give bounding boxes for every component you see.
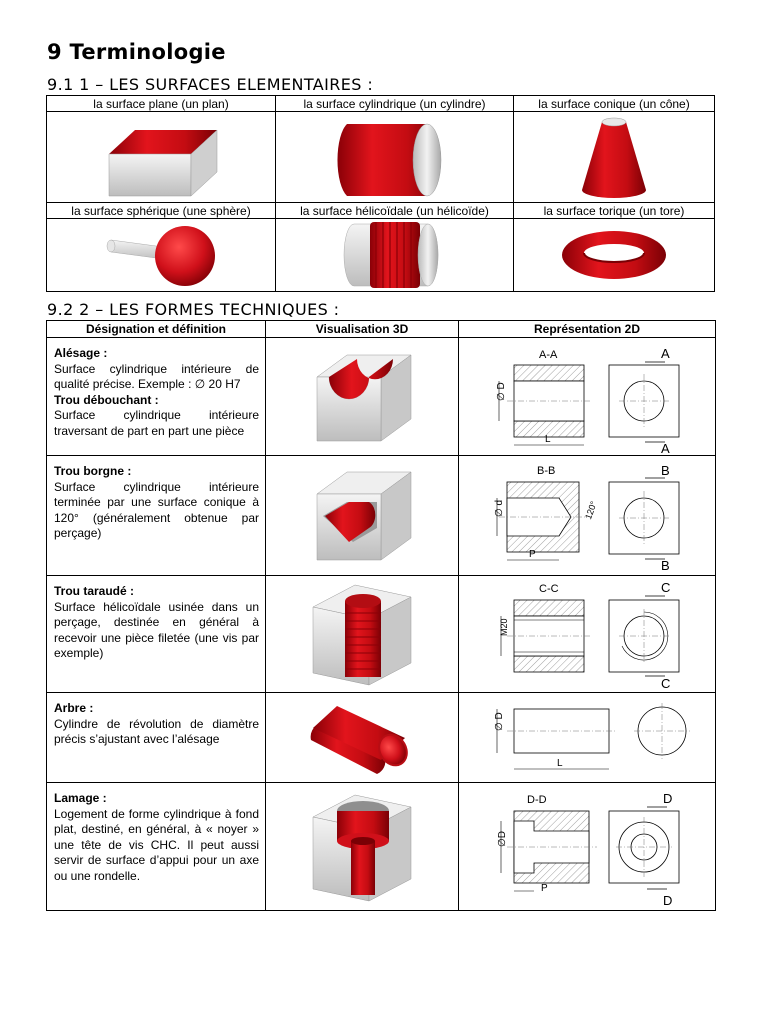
dimension-label: ∅ D [494, 712, 505, 731]
term-title: Lamage : [54, 791, 107, 805]
column-header: Visualisation 3D [265, 320, 459, 338]
page-title: 9 Terminologie [47, 40, 226, 64]
section-mark: A [661, 346, 670, 361]
cylinder-figure [275, 111, 514, 203]
counterbore-3d-figure [312, 794, 412, 901]
forms-table: Désignation et définition Visualisation … [46, 320, 716, 911]
sphere-figure [46, 218, 276, 292]
dimension-label: P [541, 883, 548, 894]
dimension-label: P [529, 549, 536, 560]
definition: Lamage : Logement de forme cylindrique à… [47, 783, 265, 888]
table-row: Arbre : Cylindre de révolution de diamèt… [46, 692, 716, 783]
helix-figure [275, 218, 514, 292]
bore-3d-figure [316, 354, 412, 441]
column-header: Désignation et définition [46, 320, 266, 338]
table-row: Trou taraudé : Surface hélicoïdale usiné… [46, 575, 716, 693]
plane-figure [46, 111, 276, 203]
section-mark: C [661, 676, 670, 691]
section-mark: D [663, 893, 672, 908]
threaded-hole-3d-figure [312, 584, 412, 686]
term-text: Surface cylindrique intérieure traversan… [54, 408, 259, 438]
surface-label: la surface hélicoïdale (un hélicoïde) [275, 202, 514, 219]
term-text: Cylindre de révolution de diamètre préci… [54, 716, 259, 747]
dimension-label: ∅ D [496, 382, 507, 401]
surface-label: la surface conique (un cône) [513, 95, 715, 112]
table-row: Trou borgne : Surface cylindrique intéri… [46, 455, 716, 576]
angle-label: 120° [583, 499, 599, 520]
term-text: Logement de forme cylindrique à fond pla… [54, 806, 259, 883]
definition: Arbre : Cylindre de révolution de diamèt… [47, 693, 265, 752]
red-box-plane-icon [108, 129, 218, 197]
torus-figure [513, 218, 715, 292]
surface-label: la surface torique (un tore) [513, 202, 715, 219]
term-text: Surface cylindrique intérieure terminée … [54, 479, 259, 541]
cone-figure [513, 111, 715, 203]
term-text: Surface hélicoïdale usinée dans un perça… [54, 599, 259, 661]
red-sphere-icon [106, 226, 215, 286]
surface-label: la surface plane (un plan) [46, 95, 276, 112]
column-header: Représentation 2D [458, 320, 716, 338]
section-label: D-D [527, 794, 547, 806]
blind-hole-2d-drawing: B-B ∅ d P 120° B B [494, 463, 680, 573]
section-mark: C [661, 580, 670, 595]
section-label: B-B [537, 465, 555, 477]
bore-2d-drawing: A-A ∅ D L A A [496, 346, 680, 455]
table-row: Alésage : Surface cylindrique intérieure… [46, 337, 716, 456]
dimension-label: L [545, 434, 551, 445]
dimension-label: L [557, 758, 563, 769]
term-title: Trou borgne : [54, 464, 132, 478]
definition: Trou borgne : Surface cylindrique intéri… [47, 456, 265, 546]
section-label: C-C [539, 583, 559, 595]
surface-label: la surface cylindrique (un cylindre) [275, 95, 514, 112]
table-row: Lamage : Logement de forme cylindrique à… [46, 782, 716, 911]
shaft-2d-drawing: ∅ D L [494, 703, 690, 770]
section-mark: A [661, 441, 670, 455]
dimension-label: M20 [499, 618, 509, 636]
dimension-label: ∅D [497, 831, 508, 847]
red-cone-icon [582, 117, 646, 198]
term-title: Alésage : [54, 346, 108, 360]
red-cylinder-icon [336, 123, 441, 197]
shaft-3d-figure [310, 705, 408, 774]
term-text: Surface cylindrique intérieure de qualit… [54, 361, 259, 392]
section-mark: B [661, 558, 670, 573]
surfaces-table: la surface plane (un plan) la surface cy… [46, 95, 715, 292]
definition: Trou taraudé : Surface hélicoïdale usiné… [47, 576, 265, 666]
term-title: Arbre : [54, 701, 94, 715]
definition: Alésage : Surface cylindrique intérieure… [47, 338, 265, 443]
section-mark: D [663, 791, 672, 806]
dimension-label: ∅ d [494, 500, 505, 517]
blind-hole-3d-figure [316, 471, 412, 560]
section-mark: B [661, 463, 670, 478]
threaded-hole-2d-drawing: C-C M20 C C [499, 580, 680, 691]
red-helix-icon [343, 222, 438, 288]
section-label: A-A [539, 349, 558, 361]
counterbore-2d-drawing: D-D ∅D P D D [497, 791, 680, 908]
term-title: Trou taraudé : [54, 584, 135, 598]
section-heading-2: 9.2 2 – LES FORMES TECHNIQUES : [47, 300, 340, 319]
surface-label: la surface sphérique (une sphère) [46, 202, 276, 219]
section-heading-1: 9.1 1 – LES SURFACES ELEMENTAIRES : [47, 75, 374, 94]
red-torus-icon [562, 231, 666, 279]
term-title: Trou débouchant : [54, 392, 159, 407]
